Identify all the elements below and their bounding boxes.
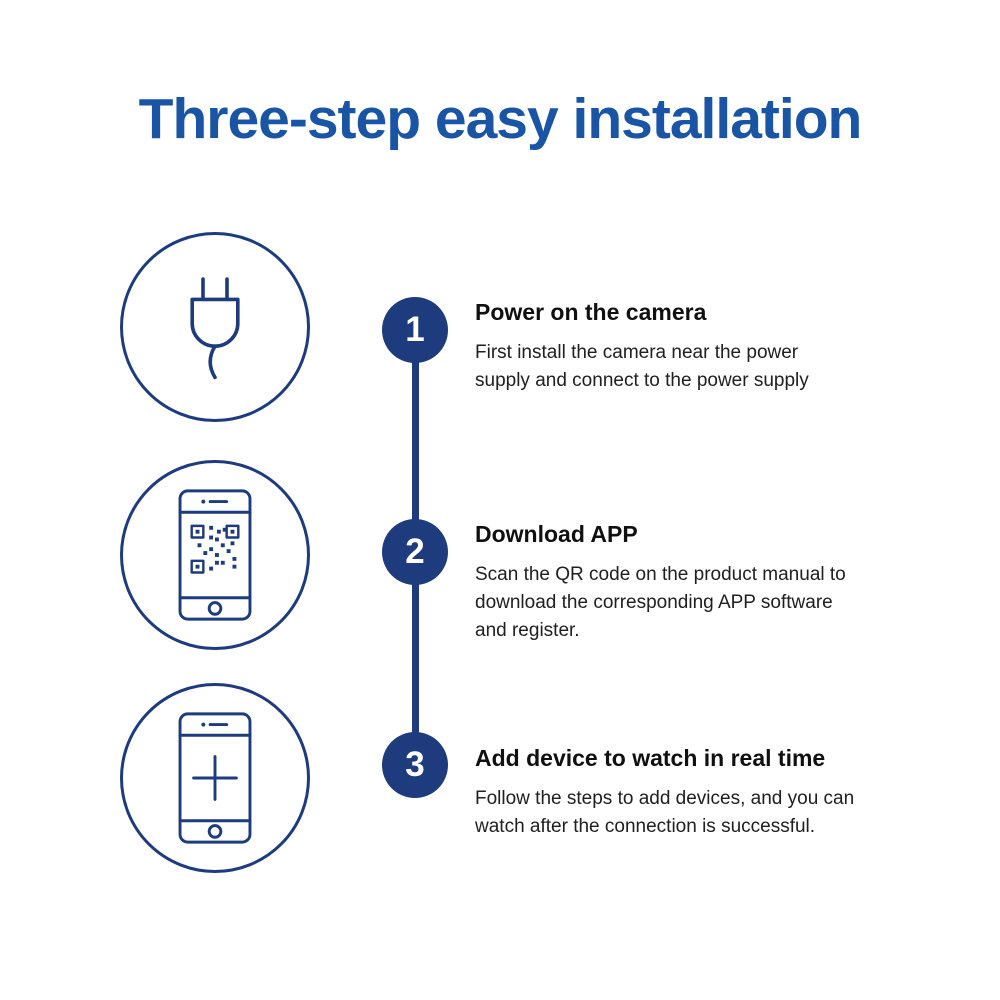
step-3-number-badge: 3 — [382, 732, 448, 798]
power-plug-icon — [190, 277, 240, 380]
step-1-number-badge: 1 — [382, 297, 448, 363]
step-1-heading: Power on the camera — [475, 299, 707, 325]
step-2-description: Scan the QR code on the product manual t… — [475, 564, 846, 641]
phone-add-device-icon — [178, 712, 252, 844]
step-1-icon-circle — [120, 232, 310, 422]
step-2-heading: Download APP — [475, 521, 638, 547]
step-2-text-block: Download APP Scan the QR code on the pro… — [475, 521, 945, 645]
step-1-text-block: Power on the camera First install the ca… — [475, 299, 945, 395]
step-2-icon-circle — [120, 460, 310, 650]
step-2-number-badge: 2 — [382, 519, 448, 585]
step-3-text-block: Add device to watch in real time Follow … — [475, 745, 945, 841]
step-3-heading: Add device to watch in real time — [475, 745, 826, 771]
step-1-description: First install the camera near the power … — [475, 342, 809, 391]
step-3-description: Follow the steps to add devices, and you… — [475, 788, 855, 837]
step-3-icon-circle — [120, 683, 310, 873]
phone-qr-code-icon — [178, 489, 252, 621]
page-title: Three-step easy installation — [138, 87, 863, 151]
